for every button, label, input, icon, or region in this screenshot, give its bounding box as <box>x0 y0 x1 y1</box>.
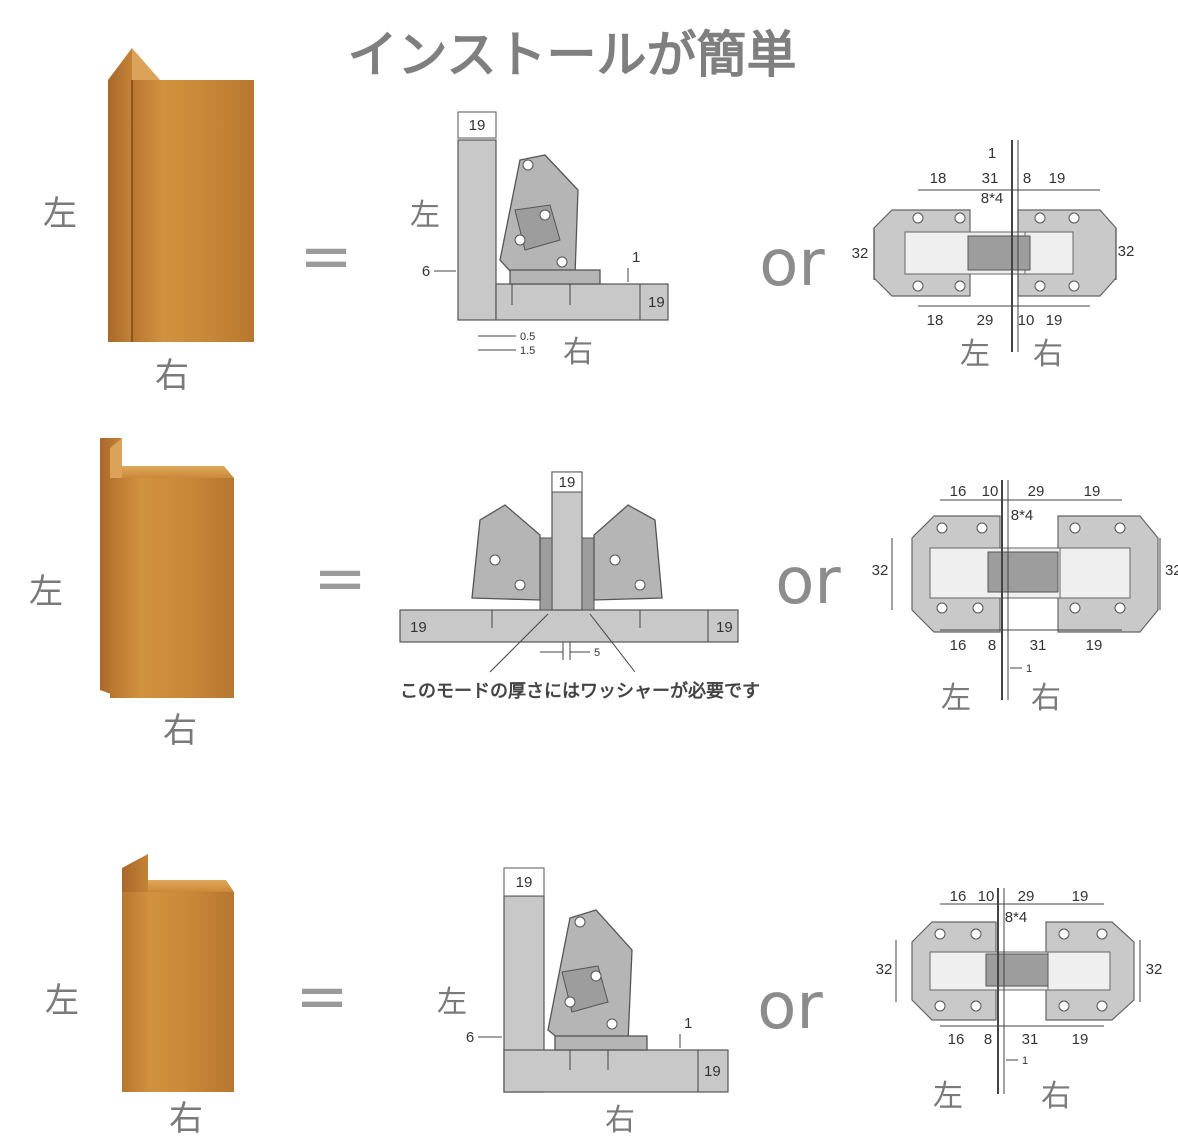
wood-sample-1 <box>108 48 254 342</box>
label-left: 左 <box>941 681 971 716</box>
equals-sign: = <box>299 220 353 294</box>
dim-10: 10 <box>982 483 999 500</box>
or-text: or <box>759 227 825 301</box>
dim-31: 31 <box>1022 1031 1039 1048</box>
dim-32: 32 <box>1146 961 1163 978</box>
hinge-top-diagram-2: 16 10 29 19 8*4 32 32 16 8 31 19 1 左 右 <box>872 480 1178 716</box>
label-right: 右 <box>169 1099 203 1139</box>
hinge-top-diagram-3: 16 10 29 19 8*4 32 32 16 8 31 19 1 左 右 <box>876 888 1163 1114</box>
dim-1: 1 <box>1026 663 1032 675</box>
dim-19: 19 <box>1072 888 1089 905</box>
dim-31: 31 <box>1030 637 1047 654</box>
label-right: 右 <box>155 356 189 396</box>
wood-sample-2 <box>100 438 234 698</box>
dim-19: 19 <box>469 117 486 134</box>
wood-sample-3 <box>122 854 234 1092</box>
page-title: インストールが簡単 <box>348 26 797 84</box>
dim-1: 1 <box>684 1015 692 1032</box>
dim-32: 32 <box>852 245 869 262</box>
hinge-side-diagram-1: 19 左 6 1 19 0.5 1.5 右 <box>410 111 669 370</box>
hinge-side-diagram-3: 19 左 6 1 19 右 <box>437 867 729 1138</box>
label-right: 右 <box>1031 681 1061 716</box>
label-left: 左 <box>960 337 990 372</box>
dim-19: 19 <box>1084 483 1101 500</box>
dim-29: 29 <box>1028 483 1045 500</box>
label-left: 左 <box>410 199 440 232</box>
dim-8: 8 <box>1023 170 1031 187</box>
row-2: 左 右 = 19 19 19 5 このモードの厚さにはワッシャーが必要です or <box>29 438 1178 751</box>
dim-29: 29 <box>1018 888 1035 905</box>
dim-19: 19 <box>716 619 733 636</box>
or-text: or <box>775 545 841 619</box>
dim-0.5: 0.5 <box>520 331 535 343</box>
label-right: 右 <box>563 335 593 370</box>
dim-19: 19 <box>410 619 427 636</box>
hinge-top-diagram-1: 1 18 31 8 19 8*4 32 32 18 29 10 19 左 右 <box>852 140 1135 372</box>
row-1: 左 右 = 19 左 6 1 19 0.5 1.5 右 or <box>43 48 1134 396</box>
label-right: 右 <box>1033 337 1063 372</box>
dim-19: 19 <box>559 474 576 491</box>
dim-32: 32 <box>872 562 889 579</box>
dim-29: 29 <box>977 312 994 329</box>
dim-5: 5 <box>594 647 600 659</box>
dim-6: 6 <box>466 1029 474 1046</box>
or-text: or <box>757 970 823 1044</box>
label-right: 右 <box>605 1103 635 1138</box>
label-left: 左 <box>43 194 77 234</box>
label-left: 左 <box>437 985 467 1020</box>
dim-1: 1 <box>632 249 640 266</box>
equals-sign: = <box>295 960 349 1034</box>
dim-10: 10 <box>1018 312 1035 329</box>
dim-19: 19 <box>704 1063 721 1080</box>
dim-19: 19 <box>648 294 665 311</box>
dim-8: 8 <box>984 1031 992 1048</box>
dim-1.5: 1.5 <box>520 345 535 357</box>
dim-16: 16 <box>950 483 967 500</box>
label-left: 左 <box>29 572 63 612</box>
label-left: 左 <box>45 981 79 1021</box>
dim-19: 19 <box>516 874 533 891</box>
dim-16: 16 <box>950 888 967 905</box>
dim-32: 32 <box>1165 562 1178 579</box>
equals-sign: = <box>313 542 367 616</box>
dim-19: 19 <box>1049 170 1066 187</box>
dim-19: 19 <box>1046 312 1063 329</box>
dim-8x4: 8*4 <box>1005 909 1028 926</box>
dim-31: 31 <box>982 170 999 187</box>
label-right: 右 <box>163 711 197 751</box>
dim-18: 18 <box>930 170 947 187</box>
row-3: 左 右 = 19 左 6 1 19 右 or <box>45 854 1162 1139</box>
hinge-side-diagram-2: 19 19 19 5 <box>399 471 739 673</box>
dim-19: 19 <box>1072 1031 1089 1048</box>
dim-8x4: 8*4 <box>1011 507 1034 524</box>
label-left: 左 <box>933 1079 963 1114</box>
dim-1: 1 <box>988 145 996 162</box>
dim-32: 32 <box>876 961 893 978</box>
dim-18: 18 <box>927 312 944 329</box>
dim-16: 16 <box>950 637 967 654</box>
dim-6: 6 <box>422 263 430 280</box>
dim-8: 8 <box>988 637 996 654</box>
washer-note: このモードの厚さにはワッシャーが必要です <box>400 680 760 702</box>
dim-8x4: 8*4 <box>981 190 1004 207</box>
label-right: 右 <box>1041 1079 1071 1114</box>
dim-10: 10 <box>978 888 995 905</box>
dim-32: 32 <box>1118 243 1135 260</box>
dim-19: 19 <box>1086 637 1103 654</box>
dim-16: 16 <box>948 1031 965 1048</box>
dim-1: 1 <box>1022 1055 1028 1067</box>
